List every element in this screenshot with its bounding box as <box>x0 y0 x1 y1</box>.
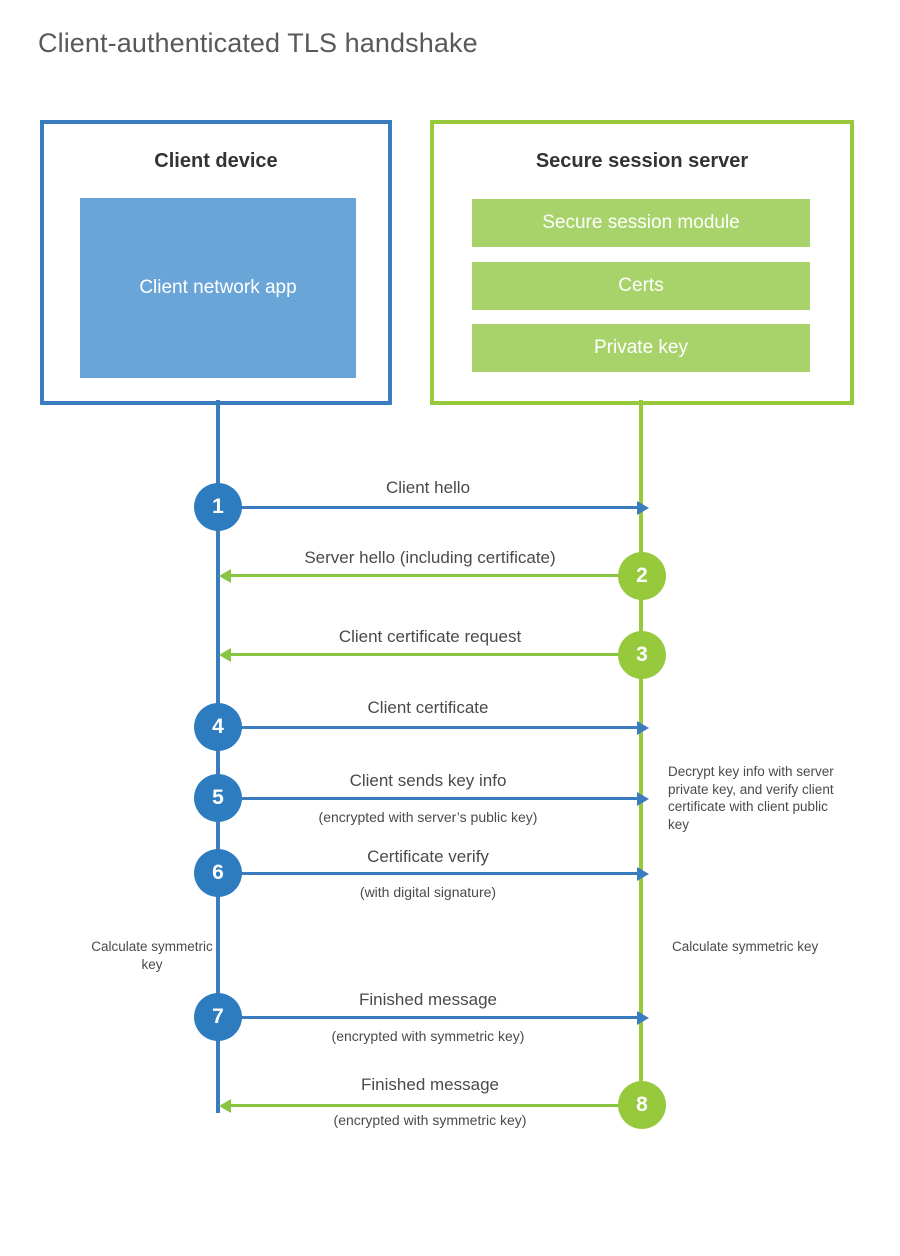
arrow-step-7 <box>218 1010 649 1025</box>
arrow-step-3 <box>219 647 642 662</box>
step-circle-5: 5 <box>194 774 242 822</box>
arrow-label-step-6: Certificate verify <box>367 847 489 866</box>
arrow-label-step-7: Finished message <box>359 990 497 1009</box>
arrow-step-4 <box>218 720 649 735</box>
step-circle-6: 6 <box>194 849 242 897</box>
server-lifeline <box>639 400 643 1110</box>
arrow-label-step-2: Server hello (including certificate) <box>304 548 556 567</box>
arrowhead-left-icon <box>219 568 231 583</box>
arrow-step-1 <box>218 500 649 515</box>
arrow-step-6 <box>218 866 649 881</box>
note-server-decrypt: Decrypt key info with server private key… <box>668 764 834 832</box>
client-network-app-block: Client network app <box>80 198 356 378</box>
arrowhead-right-icon <box>637 1010 649 1025</box>
secure-session-server-title: Secure session server <box>535 150 749 172</box>
client-lifeline <box>216 400 220 1113</box>
arrow-sublabel-step-8: (encrypted with symmetric key) <box>333 1112 527 1128</box>
arrow-sublabel-step-6: (with digital signature) <box>359 884 497 900</box>
arrow-label-step-5: Client sends key info <box>349 771 507 790</box>
step-circle-3: 3 <box>618 631 666 679</box>
arrowhead-right-icon <box>637 866 649 881</box>
client-device-title: Client device <box>154 150 278 172</box>
server-component-certs: Certs <box>472 262 810 310</box>
secure-session-server-box: Secure session server Secure session mod… <box>430 120 854 405</box>
arrowhead-right-icon <box>637 720 649 735</box>
step-circle-8: 8 <box>618 1081 666 1129</box>
arrow-step-8 <box>219 1098 642 1113</box>
arrowhead-right-icon <box>637 500 649 515</box>
step-circle-7: 7 <box>194 993 242 1041</box>
note-server-calculate-symmetric-key: Calculate symmetric key <box>672 939 819 954</box>
step-circle-1: 1 <box>194 483 242 531</box>
step-circle-2: 2 <box>618 552 666 600</box>
arrow-step-5 <box>218 791 649 806</box>
arrowhead-left-icon <box>219 647 231 662</box>
arrow-sublabel-step-5: (encrypted with server’s public key) <box>318 809 538 825</box>
arrow-label-step-1: Client hello <box>385 478 471 497</box>
note-client-calculate-symmetric-key: Calculate symmetric key <box>91 939 213 972</box>
arrow-label-step-4: Client certificate <box>367 698 489 717</box>
arrow-label-step-8: Finished message <box>361 1075 499 1094</box>
arrow-step-2 <box>219 568 642 583</box>
step-circle-4: 4 <box>194 703 242 751</box>
client-device-box: Client device Client network app <box>40 120 392 405</box>
arrowhead-left-icon <box>219 1098 231 1113</box>
server-component-private-key: Private key <box>472 324 810 372</box>
arrow-sublabel-step-7: (encrypted with symmetric key) <box>331 1028 525 1044</box>
page-title: Client-authenticated TLS handshake <box>38 28 478 58</box>
arrow-label-step-3: Client certificate request <box>338 627 522 646</box>
server-component-secure-session-module: Secure session module <box>472 199 810 247</box>
arrowhead-right-icon <box>637 791 649 806</box>
